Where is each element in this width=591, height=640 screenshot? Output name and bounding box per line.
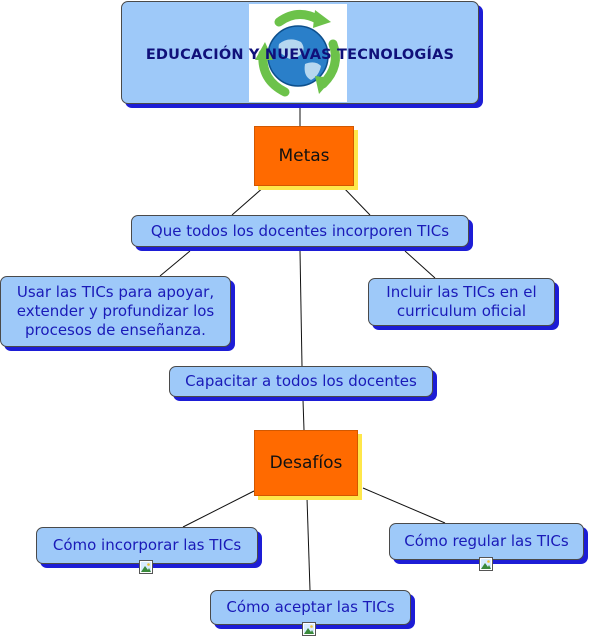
metas-node[interactable]: Metas [254,126,354,186]
incorporar-node[interactable]: Cómo incorporar las TICs [36,527,258,564]
title-node[interactable]: EDUCACIÓN Y NUEVAS TECNOLOGÍAS [121,1,479,104]
regular-label: Cómo regular las TICs [404,532,569,550]
docentes-tics-label: Que todos los docentes incorporen TICs [150,221,450,240]
desafios-label: Desafíos [269,452,343,473]
usar-tics-node[interactable]: Usar las TICs para apoyar, extender y pr… [0,276,231,347]
capacitar-label: Capacitar a todos los docentes [185,372,417,390]
image-attachment-icon[interactable] [139,559,153,574]
capacitar-node[interactable]: Capacitar a todos los docentes [169,366,433,397]
incluir-tics-node[interactable]: Incluir las TICs en el curriculum oficia… [368,278,555,326]
metas-label: Metas [278,145,330,166]
incorporar-label: Cómo incorporar las TICs [52,536,242,554]
regular-node[interactable]: Cómo regular las TICs [389,523,584,560]
aceptar-label: Cómo aceptar las TICs [226,598,395,616]
image-attachment-icon[interactable] [302,621,316,636]
aceptar-node[interactable]: Cómo aceptar las TICs [210,590,411,625]
globe-recycle-icon [249,4,347,102]
title-label: EDUCACIÓN Y NUEVAS TECNOLOGÍAS [145,47,455,63]
image-attachment-icon[interactable] [479,556,493,571]
usar-tics-label: Usar las TICs para apoyar, extender y pr… [16,283,215,339]
incluir-tics-label: Incluir las TICs en el curriculum oficia… [386,283,537,320]
desafios-node[interactable]: Desafíos [254,430,358,496]
docentes-tics-node[interactable]: Que todos los docentes incorporen TICs [131,215,469,247]
